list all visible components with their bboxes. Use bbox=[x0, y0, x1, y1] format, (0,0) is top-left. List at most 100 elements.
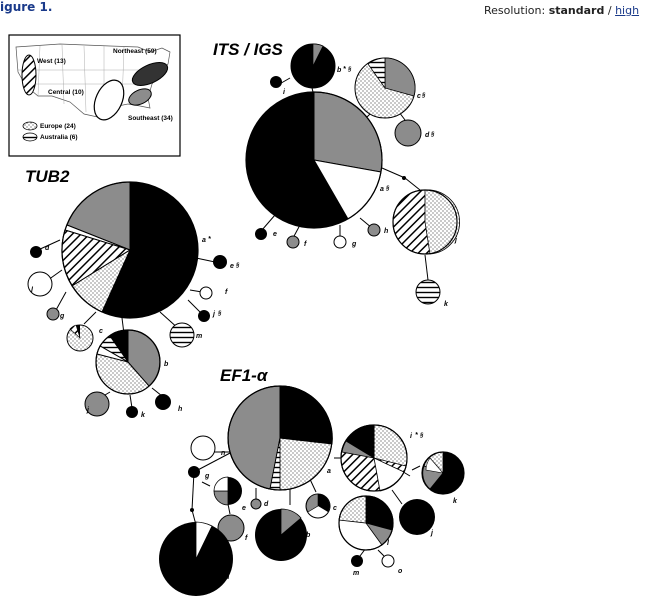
its-title: ITS / IGS bbox=[213, 40, 284, 59]
central-label: Central (10) bbox=[48, 89, 84, 96]
australia-label: Australia (6) bbox=[40, 134, 78, 141]
ef1-label-j: j bbox=[430, 530, 434, 537]
ef1-label-e: e bbox=[242, 505, 246, 512]
its-node-g bbox=[333, 235, 347, 249]
ef1-label-i: i bbox=[410, 433, 413, 440]
tub2-node-e bbox=[213, 255, 227, 269]
resolution-label: Resolution: bbox=[484, 4, 546, 17]
its-label-b-sect: § bbox=[347, 67, 352, 73]
map-inset: West (13) Central (10) Northeast (59) So… bbox=[8, 34, 181, 157]
southeast-region bbox=[128, 88, 152, 106]
europe-key bbox=[22, 121, 38, 131]
ef1-node-b bbox=[255, 508, 307, 561]
resolution-separator: / bbox=[607, 4, 612, 17]
resolution-selector: Resolution: standard / high bbox=[484, 4, 639, 17]
west-label: West (13) bbox=[37, 58, 66, 65]
ef1-node-k bbox=[421, 451, 465, 495]
ef1-label-m: m bbox=[353, 570, 359, 577]
tub2-node-l bbox=[27, 271, 53, 297]
ef1-node-f bbox=[217, 514, 245, 542]
its-label-d-sect: § bbox=[430, 132, 435, 138]
ef1-node-d bbox=[250, 498, 262, 510]
its-label-i: i bbox=[283, 89, 286, 96]
ef1-title: EF1-α bbox=[220, 366, 269, 385]
tub2-node-k bbox=[126, 406, 138, 418]
its-node-k bbox=[415, 279, 441, 305]
its-label-b: b bbox=[337, 67, 342, 74]
ef1-node-e bbox=[213, 476, 242, 506]
ef1-label-h: h bbox=[225, 574, 229, 581]
ef1-label-i-star: * bbox=[415, 432, 418, 439]
tub2-label-a: a bbox=[202, 237, 206, 244]
its-node-i bbox=[270, 76, 282, 88]
ef1-label-g: g bbox=[204, 473, 210, 480]
ef1-node-n bbox=[190, 435, 216, 461]
tub2-label-c: c bbox=[99, 328, 103, 335]
ef1-label-l: l bbox=[387, 540, 390, 547]
tub2-node-m bbox=[169, 322, 195, 348]
its-label-k: k bbox=[444, 301, 449, 308]
resolution-high-link[interactable]: high bbox=[615, 4, 640, 17]
tub2-label-k: k bbox=[141, 412, 146, 419]
tub2-node-b bbox=[95, 329, 161, 395]
tub2-label-d: d bbox=[45, 245, 50, 252]
its-node-f bbox=[286, 235, 300, 249]
australia-key bbox=[22, 132, 38, 142]
its-label-d: d bbox=[425, 132, 430, 139]
its-label-h: h bbox=[384, 228, 388, 235]
west-region bbox=[21, 54, 37, 96]
ef1-label-a: a bbox=[327, 468, 331, 475]
its-label-g: g bbox=[351, 241, 357, 248]
ef1-panel: EF1-α bbox=[159, 366, 465, 596]
its-node-d bbox=[394, 119, 422, 147]
tub2-node-g bbox=[46, 307, 60, 321]
europe-label: Europe (24) bbox=[40, 123, 76, 130]
tub2-label-g: g bbox=[59, 313, 65, 320]
tub2-node-d bbox=[30, 246, 42, 258]
its-label-a-sect: § bbox=[385, 186, 390, 192]
tub2-label-f: f bbox=[225, 289, 228, 296]
central-region bbox=[93, 79, 125, 121]
ef1-node-i bbox=[340, 424, 408, 492]
ef1-node-c bbox=[305, 493, 331, 519]
its-label-f: f bbox=[304, 241, 307, 248]
ef1-node-l bbox=[338, 495, 394, 551]
tub2-node-a bbox=[61, 181, 199, 319]
tub2-label-a-star: * bbox=[208, 236, 211, 243]
ef1-label-o: o bbox=[398, 568, 403, 575]
ef1-label-b: b bbox=[306, 532, 311, 539]
tub2-label-j2: j bbox=[86, 407, 90, 414]
ef1-node-a bbox=[227, 385, 333, 491]
tub2-label-b: b bbox=[164, 361, 169, 368]
ef1-node-j bbox=[399, 499, 435, 535]
tub2-label-j-sect: § bbox=[217, 311, 222, 317]
tub2-node-j-small bbox=[198, 310, 210, 322]
tub2-node-j bbox=[84, 391, 110, 417]
ef1-label-k: k bbox=[453, 498, 458, 505]
ef1-label-d: d bbox=[264, 501, 269, 508]
its-panel: ITS / IGS bbox=[213, 40, 460, 308]
tub2-label-l: l bbox=[31, 287, 34, 294]
ef1-label-c: c bbox=[333, 505, 337, 512]
its-label-c: c bbox=[417, 93, 421, 100]
its-node-e bbox=[255, 228, 267, 240]
ef1-label-f: f bbox=[245, 535, 248, 542]
its-node-j bbox=[392, 189, 460, 255]
tub2-label-h: h bbox=[178, 406, 182, 413]
ef1-node-o bbox=[381, 554, 395, 568]
tub2-node-c bbox=[66, 324, 94, 352]
figure-title: igure 1. bbox=[0, 0, 53, 14]
ef1-label-n: n bbox=[221, 450, 225, 457]
resolution-current: standard bbox=[548, 4, 605, 17]
northeast-label: Northeast (59) bbox=[113, 48, 157, 55]
its-label-j: j bbox=[454, 237, 458, 244]
ef1-label-i-sect: § bbox=[419, 433, 424, 439]
ef1-node-m bbox=[351, 555, 363, 567]
its-node-a bbox=[245, 91, 383, 229]
ef1-node-h bbox=[159, 521, 233, 596]
tub2-label-j: j bbox=[212, 311, 216, 318]
tub2-node-h bbox=[155, 394, 171, 410]
southeast-label: Southeast (34) bbox=[128, 115, 173, 122]
its-node-h bbox=[367, 223, 381, 237]
